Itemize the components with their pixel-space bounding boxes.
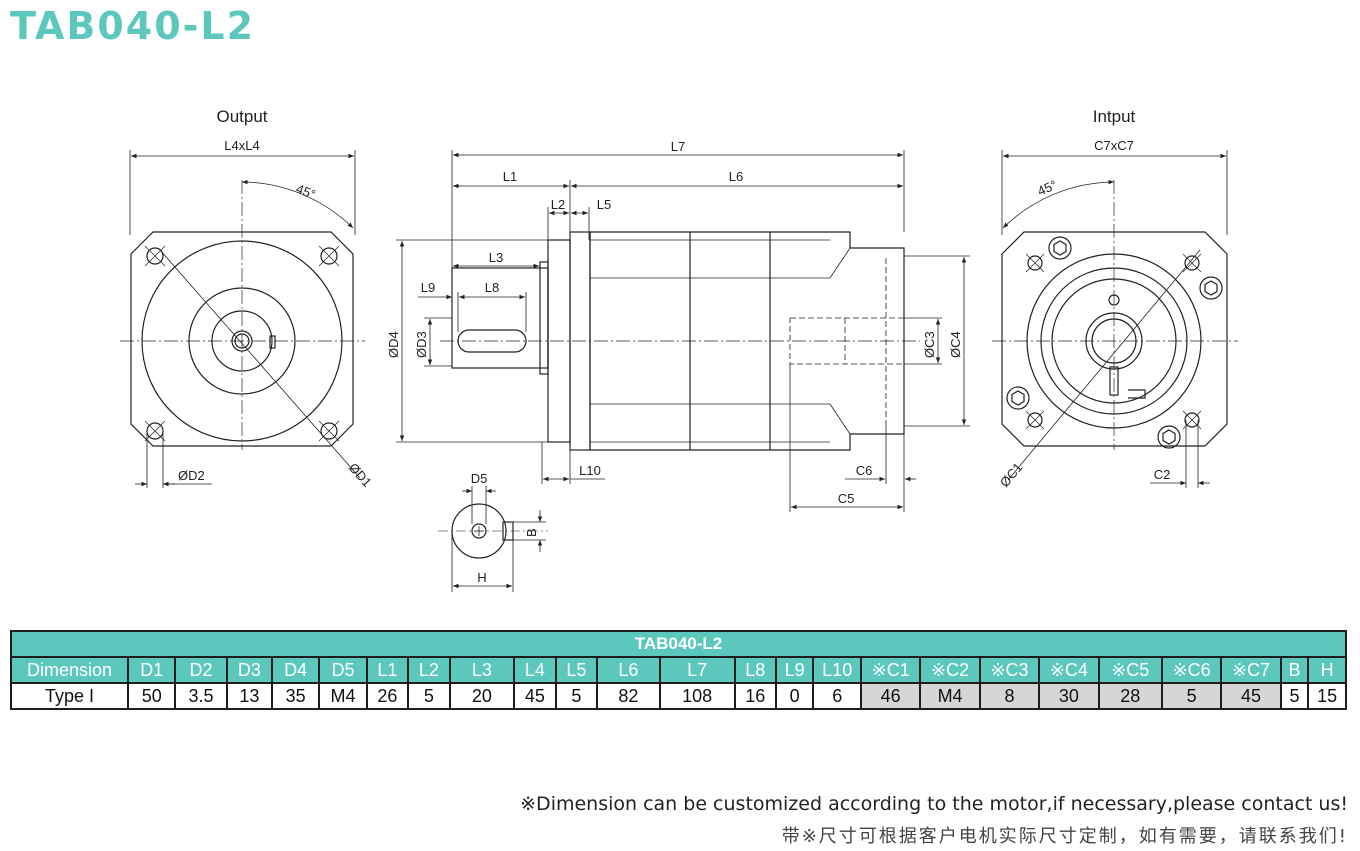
dim-C2: C2	[1154, 467, 1171, 482]
dim-H: H	[477, 570, 486, 585]
table-header-cell: L4	[513, 656, 557, 684]
table-value-cell: 26	[365, 682, 410, 710]
table-value-cell: 30	[1038, 682, 1100, 710]
table-header-cell: ※C1	[859, 656, 922, 684]
table-value-cell: 3.5	[174, 682, 228, 710]
dim-C6: C6	[856, 463, 873, 478]
table-value-cell: 45	[1220, 682, 1282, 710]
table-header-cell: ※C2	[919, 656, 981, 684]
table-header-cell: Dimension	[9, 656, 130, 684]
table-header-cell: L3	[448, 656, 516, 684]
table-value-cell: M4	[318, 682, 368, 710]
table-header-cell: ※C7	[1220, 656, 1282, 684]
output-view: Output L4xL4 ØD1 45°	[120, 107, 375, 490]
dim-L8: L8	[485, 280, 499, 295]
table-header-cell: ※C3	[978, 656, 1041, 684]
technical-drawing: Output L4xL4 ØD1 45°	[120, 107, 1238, 592]
table-value-cell: 15	[1307, 682, 1347, 710]
dim-C3: ØC3	[922, 331, 937, 358]
table-row-label: Type I	[9, 682, 130, 710]
output-label: Output	[216, 107, 267, 126]
table-value-cell: 13	[225, 682, 274, 710]
table-header-cell: L6	[596, 656, 661, 684]
dim-angle-in: 45°	[1035, 177, 1059, 199]
input-view: Intput C7xC7 ØC1	[992, 107, 1238, 490]
table-value-cell: 5	[1279, 682, 1310, 710]
dim-C7xC7: C7xC7	[1094, 138, 1134, 153]
dim-L7: L7	[671, 139, 685, 154]
dim-angle-out: 45°	[294, 181, 318, 202]
table-header-cell: L1	[365, 656, 410, 684]
dim-D2: ØD2	[178, 468, 205, 483]
dim-D1: ØD1	[346, 460, 375, 490]
dim-B: B	[524, 528, 539, 537]
dim-D3: ØD3	[414, 331, 429, 358]
table-value-cell: 5	[554, 682, 599, 710]
table-header-cell: B	[1279, 656, 1310, 684]
side-view: L7 L1 L6 L2 L5	[386, 139, 970, 512]
table-header-cell: D5	[318, 656, 368, 684]
dim-D5: D5	[471, 471, 488, 486]
output-flange	[130, 231, 354, 447]
table-header-cell: L9	[774, 656, 815, 684]
table-value-cell: 8	[978, 682, 1041, 710]
table-value-cell: 35	[271, 682, 321, 710]
table-header-cell: L5	[554, 656, 599, 684]
table-value-cell: 50	[127, 682, 177, 710]
dim-L3: L3	[489, 250, 503, 265]
table-header-cell: D4	[271, 656, 321, 684]
table-value-cell: 45	[513, 682, 557, 710]
table-value-cell: 6	[812, 682, 862, 710]
table-header-cell: D3	[225, 656, 274, 684]
dim-L1: L1	[503, 169, 517, 184]
dim-L5: L5	[597, 197, 611, 212]
table-value-cell: 20	[448, 682, 516, 710]
input-flange	[1001, 231, 1228, 447]
dim-L6: L6	[729, 169, 743, 184]
note-english: ※Dimension can be customized according t…	[520, 793, 1348, 815]
table-header-cell: L8	[733, 656, 777, 684]
dim-L4xL4: L4xL4	[224, 138, 259, 153]
table-header-cell: D1	[127, 656, 177, 684]
dim-L10: L10	[579, 463, 601, 478]
table-value-cell: 46	[859, 682, 922, 710]
table-value-cell: M4	[919, 682, 981, 710]
table-value-cell: 0	[774, 682, 815, 710]
table-value-cell: 5	[1160, 682, 1223, 710]
shaft-section: D5 B H	[438, 471, 548, 592]
table-header-cell: ※C6	[1160, 656, 1223, 684]
dim-C5: C5	[838, 491, 855, 506]
table-value-cell: 108	[658, 682, 736, 710]
dim-C4: ØC4	[948, 331, 963, 358]
table-header-cell: ※C4	[1038, 656, 1100, 684]
table-value-cell: 28	[1097, 682, 1163, 710]
table-header-cell: D2	[174, 656, 228, 684]
input-label: Intput	[1093, 107, 1136, 126]
dim-L9: L9	[421, 280, 435, 295]
table-header-cell: L7	[658, 656, 736, 684]
page-title: TAB040-L2	[10, 4, 256, 48]
table-header-cell: L2	[407, 656, 451, 684]
table-value-cell: 82	[596, 682, 661, 710]
table-header-cell: ※C5	[1097, 656, 1163, 684]
table-title-row: TAB040-L2	[10, 630, 1347, 658]
table-title: TAB040-L2	[10, 630, 1347, 658]
dim-D4: ØD4	[386, 331, 401, 358]
table-header-cell: L10	[812, 656, 862, 684]
table-value-cell: 5	[407, 682, 451, 710]
note-chinese: 带※尺寸可根据客户电机实际尺寸定制，如有需要，请联系我们!	[781, 826, 1348, 847]
table-header-cell: H	[1307, 656, 1347, 684]
table-value-cell: 16	[733, 682, 777, 710]
dim-L2: L2	[551, 197, 565, 212]
